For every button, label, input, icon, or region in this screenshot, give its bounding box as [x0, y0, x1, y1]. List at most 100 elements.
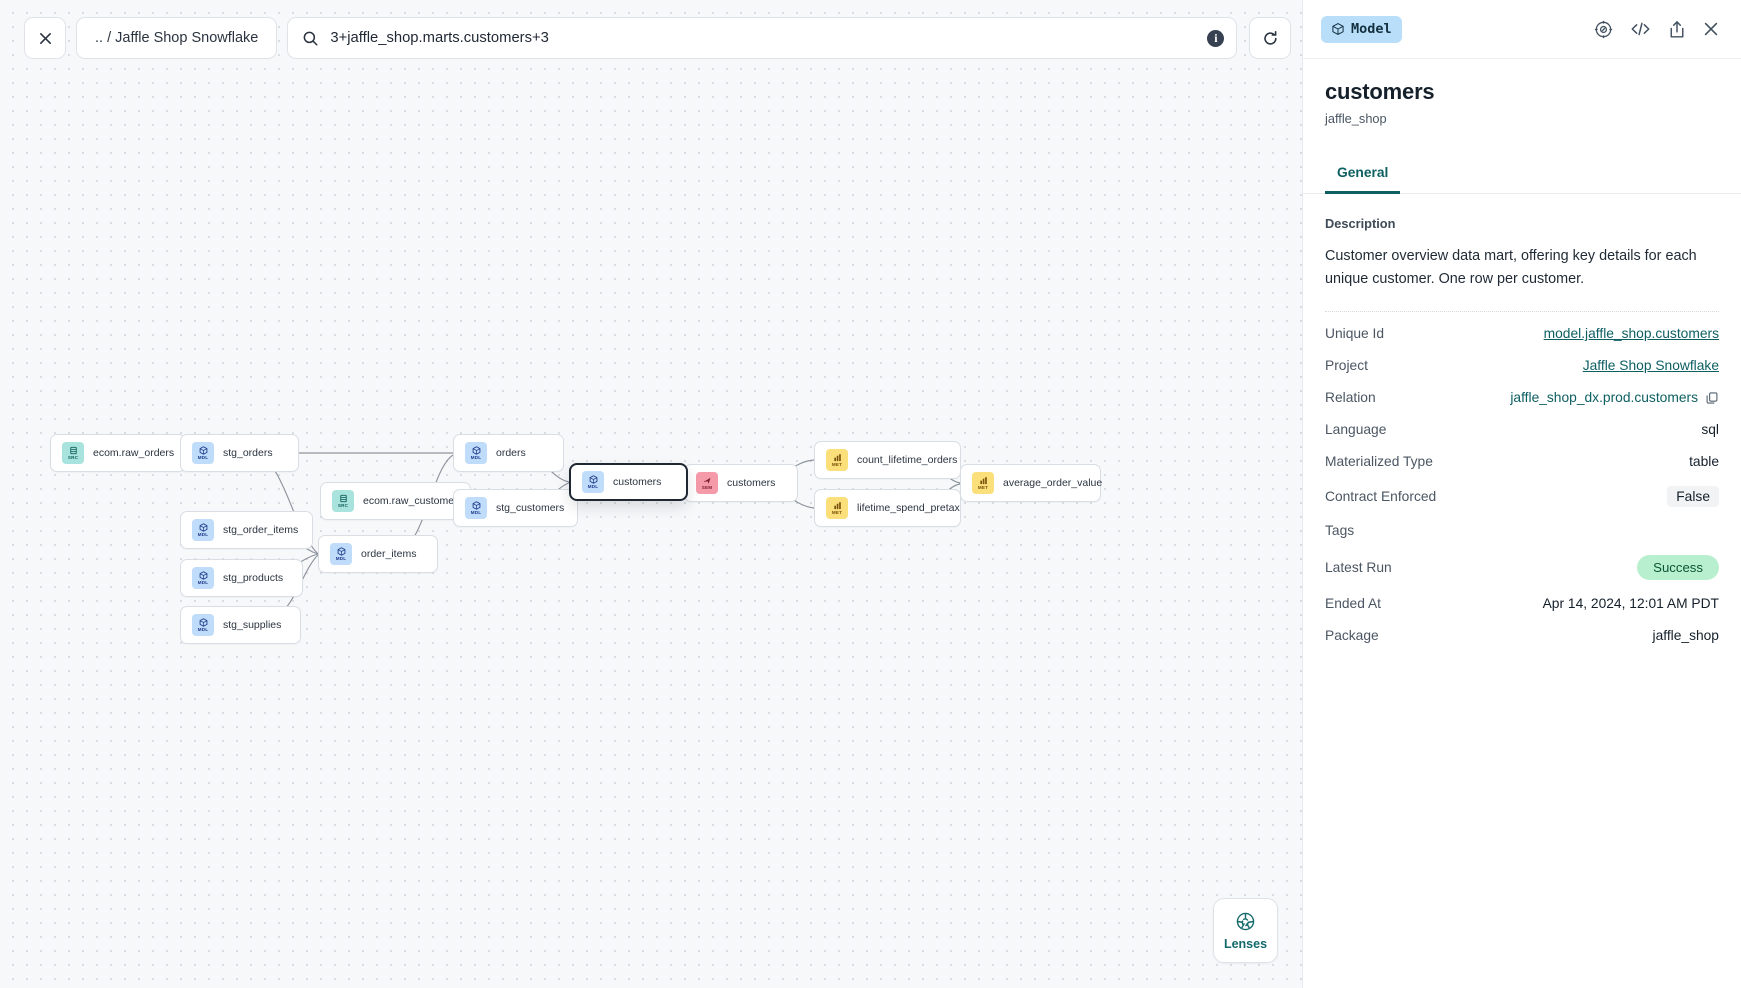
graph-node-stg_supplies[interactable]: MDL stg_supplies	[180, 606, 301, 644]
detail-row: Tags	[1325, 515, 1719, 547]
refresh-icon	[1264, 30, 1277, 45]
detail-value-wrap: Jaffle Shop Snowflake	[1583, 358, 1719, 373]
detail-row: Package jaffle_shop	[1325, 620, 1719, 652]
node-type-badge-mdl-icon: MDL	[330, 543, 352, 565]
detail-value-wrap: Apr 14, 2024, 12:01 AM PDT	[1543, 596, 1719, 611]
focus-icon[interactable]	[1594, 20, 1613, 39]
lenses-button[interactable]: Lenses	[1213, 898, 1278, 963]
node-label: order_items	[361, 548, 417, 560]
node-label: customers	[613, 476, 662, 488]
detail-value-link[interactable]: Jaffle Shop Snowflake	[1582, 358, 1719, 373]
copy-icon[interactable]	[1705, 391, 1719, 405]
node-label: stg_order_items	[223, 524, 299, 536]
graph-node-customers_sem[interactable]: SEM customers	[684, 464, 798, 502]
node-label: stg_customers	[496, 502, 565, 514]
node-type-badge-src-icon: SRC	[62, 442, 84, 464]
detail-value-link[interactable]: model.jaffle_shop.customers	[1543, 326, 1719, 341]
search-icon	[303, 31, 318, 45]
section-divider	[1325, 310, 1719, 312]
graph-node-stg_order_items[interactable]: MDL stg_order_items	[180, 511, 313, 549]
search-input[interactable]	[330, 30, 1197, 46]
close-icon	[39, 32, 51, 44]
node-label: lifetime_spend_pretax	[857, 502, 960, 514]
page-title: customers	[1325, 79, 1435, 104]
node-type-badge-mdl-icon: MDL	[582, 471, 604, 493]
panel-toolbar: Model	[1303, 0, 1741, 59]
graph-node-ecom_raw_customers[interactable]: SRC ecom.raw_customers	[320, 482, 471, 520]
node-type-badge-mdl-icon: MDL	[192, 614, 214, 636]
detail-value-wrap: jaffle_shop	[1653, 628, 1720, 643]
detail-key: Language	[1325, 422, 1387, 437]
node-label: stg_supplies	[223, 619, 282, 631]
node-label: ecom.raw_customers	[363, 495, 463, 507]
breadcrumb-button[interactable]: .. / Jaffle Shop Snowflake	[76, 17, 278, 59]
aperture-icon	[1236, 912, 1255, 930]
node-type-badge-mdl-icon: MDL	[192, 567, 214, 589]
share-icon[interactable]	[1668, 20, 1686, 39]
graph-node-lifetime_spend_pretax[interactable]: MET lifetime_spend_pretax	[814, 489, 961, 527]
node-type-badge-sem-icon: SEM	[696, 472, 718, 494]
detail-value: False	[1667, 485, 1719, 507]
node-label: ecom.raw_orders	[93, 447, 175, 459]
panel-body: Description Customer overview data mart,…	[1303, 194, 1741, 988]
resource-kind-label: Model	[1351, 21, 1392, 37]
resource-kind-badge[interactable]: Model	[1321, 15, 1402, 43]
detail-row: Unique Id model.jaffle_shop.customers	[1325, 318, 1719, 350]
lineage-canvas[interactable]: .. / Jaffle Shop Snowflake i	[0, 0, 1302, 988]
tab-general[interactable]: General	[1325, 156, 1401, 194]
refresh-button[interactable]	[1249, 17, 1292, 59]
lineage-search[interactable]: i	[287, 17, 1238, 59]
detail-key: Relation	[1325, 390, 1376, 405]
detail-key: Package	[1325, 628, 1379, 643]
graph-node-ecom_raw_orders[interactable]: SRC ecom.raw_orders	[50, 434, 186, 472]
close-panel-icon[interactable]	[1703, 21, 1719, 37]
detail-key: Contract Enforced	[1325, 488, 1437, 504]
cube-icon	[1332, 23, 1344, 35]
node-label: average_order_value	[1003, 477, 1103, 489]
graph-node-count_lifetime_orders[interactable]: MET count_lifetime_orders	[814, 441, 961, 479]
graph-node-customers_model[interactable]: MDL customers	[569, 463, 688, 501]
description-text: Customer overview data mart, offering ke…	[1325, 248, 1697, 287]
panel-subtitle: jaffle_shop	[1325, 111, 1387, 126]
detail-key: Latest Run	[1325, 559, 1392, 575]
canvas-toolbar: .. / Jaffle Shop Snowflake i	[0, 17, 1302, 59]
close-lineage-button[interactable]	[24, 17, 66, 59]
detail-key: Unique Id	[1325, 326, 1385, 341]
graph-node-order_items[interactable]: MDL order_items	[318, 535, 438, 573]
node-label: customers	[727, 477, 776, 489]
node-type-badge-met-icon: MET	[826, 449, 848, 471]
detail-value: Apr 14, 2024, 12:01 AM PDT	[1542, 596, 1719, 611]
graph-node-stg_products[interactable]: MDL stg_products	[180, 559, 303, 597]
info-icon[interactable]: i	[1207, 29, 1225, 47]
detail-value: table	[1689, 454, 1719, 469]
detail-value: jaffle_shop_dx.prod.customers	[1510, 390, 1698, 405]
detail-key: Tags	[1325, 523, 1355, 538]
description-label: Description	[1325, 216, 1396, 231]
detail-key: Project	[1325, 358, 1368, 373]
node-label: stg_orders	[223, 447, 273, 459]
lenses-label: Lenses	[1223, 936, 1268, 951]
panel-header: customers jaffle_shop	[1303, 59, 1741, 126]
node-type-badge-met-icon: MET	[826, 497, 848, 519]
panel-tabs: General	[1303, 156, 1741, 194]
node-type-badge-mdl-icon: MDL	[465, 442, 487, 464]
detail-value-wrap: sql	[1701, 422, 1719, 437]
node-label: stg_products	[223, 572, 284, 584]
detail-row: Materialized Type table	[1325, 446, 1719, 478]
detail-row: Language sql	[1325, 414, 1719, 446]
node-label: count_lifetime_orders	[857, 454, 958, 466]
node-type-badge-mdl-icon: MDL	[192, 519, 214, 541]
detail-key: Materialized Type	[1325, 454, 1433, 469]
detail-value-wrap: Success	[1637, 554, 1719, 580]
detail-row: Project Jaffle Shop Snowflake	[1325, 350, 1719, 382]
code-icon[interactable]	[1630, 20, 1651, 38]
node-type-badge-src-icon: SRC	[332, 490, 354, 512]
